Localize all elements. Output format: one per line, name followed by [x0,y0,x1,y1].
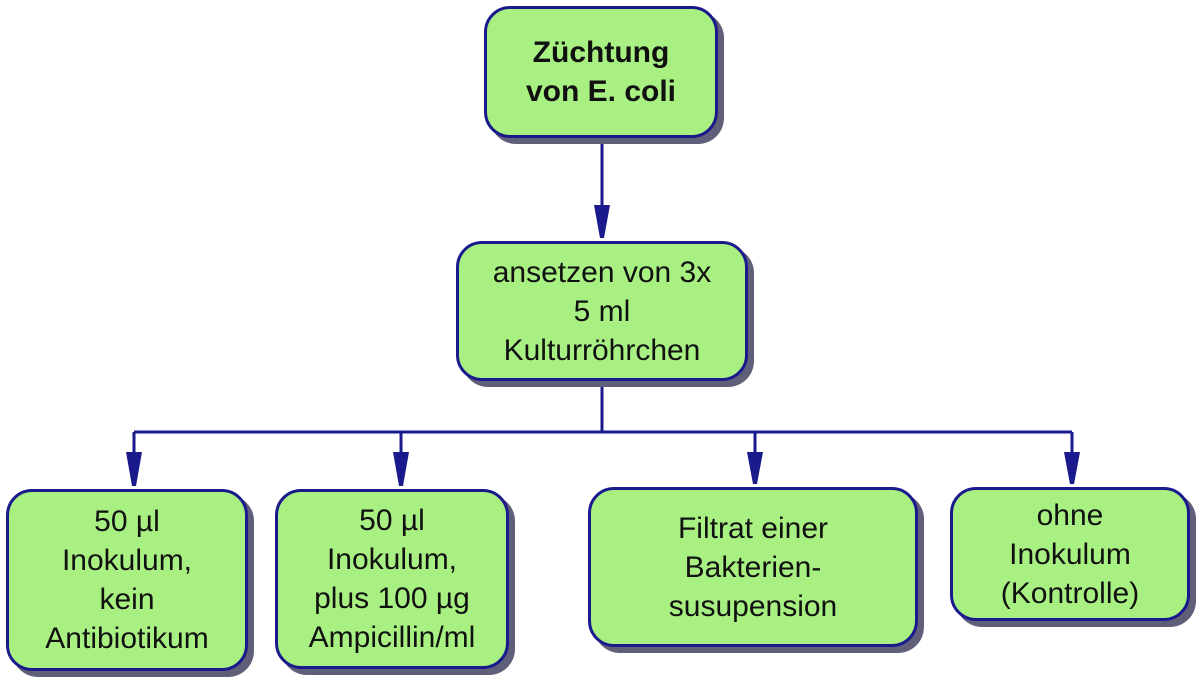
node-leaf-3: Filtrat einer Bakterien- susupension [588,487,918,647]
node-leaf-1-label: 50 µl Inokulum, kein Antibiotikum [45,505,209,655]
node-leaf-2-label: 50 µl Inokulum, plus 100 µg Ampicillin/m… [308,504,476,654]
node-leaf-4: ohne Inokulum (Kontrolle) [950,487,1190,621]
arrowhead-leaf-3 [747,452,763,484]
node-leaf-3-label: Filtrat einer Bakterien- susupension [668,511,838,623]
arrowhead-leaf-1 [126,452,142,486]
node-leaf-4-label: ohne Inokulum (Kontrolle) [1000,498,1140,610]
node-middle-label: ansetzen von 3x 5 ml Kulturröhrchen [492,255,712,367]
node-root: Züchtung von E. coli [484,6,718,138]
node-leaf-2: 50 µl Inokulum, plus 100 µg Ampicillin/m… [275,489,509,669]
node-leaf-1: 50 µl Inokulum, kein Antibiotikum [6,489,248,671]
arrowhead-leaf-4 [1064,452,1080,484]
node-middle: ansetzen von 3x 5 ml Kulturröhrchen [456,241,748,381]
node-root-label: Züchtung von E. coli [525,36,677,108]
arrowhead-leaf-2 [393,452,409,486]
arrowhead-middle [594,205,610,238]
